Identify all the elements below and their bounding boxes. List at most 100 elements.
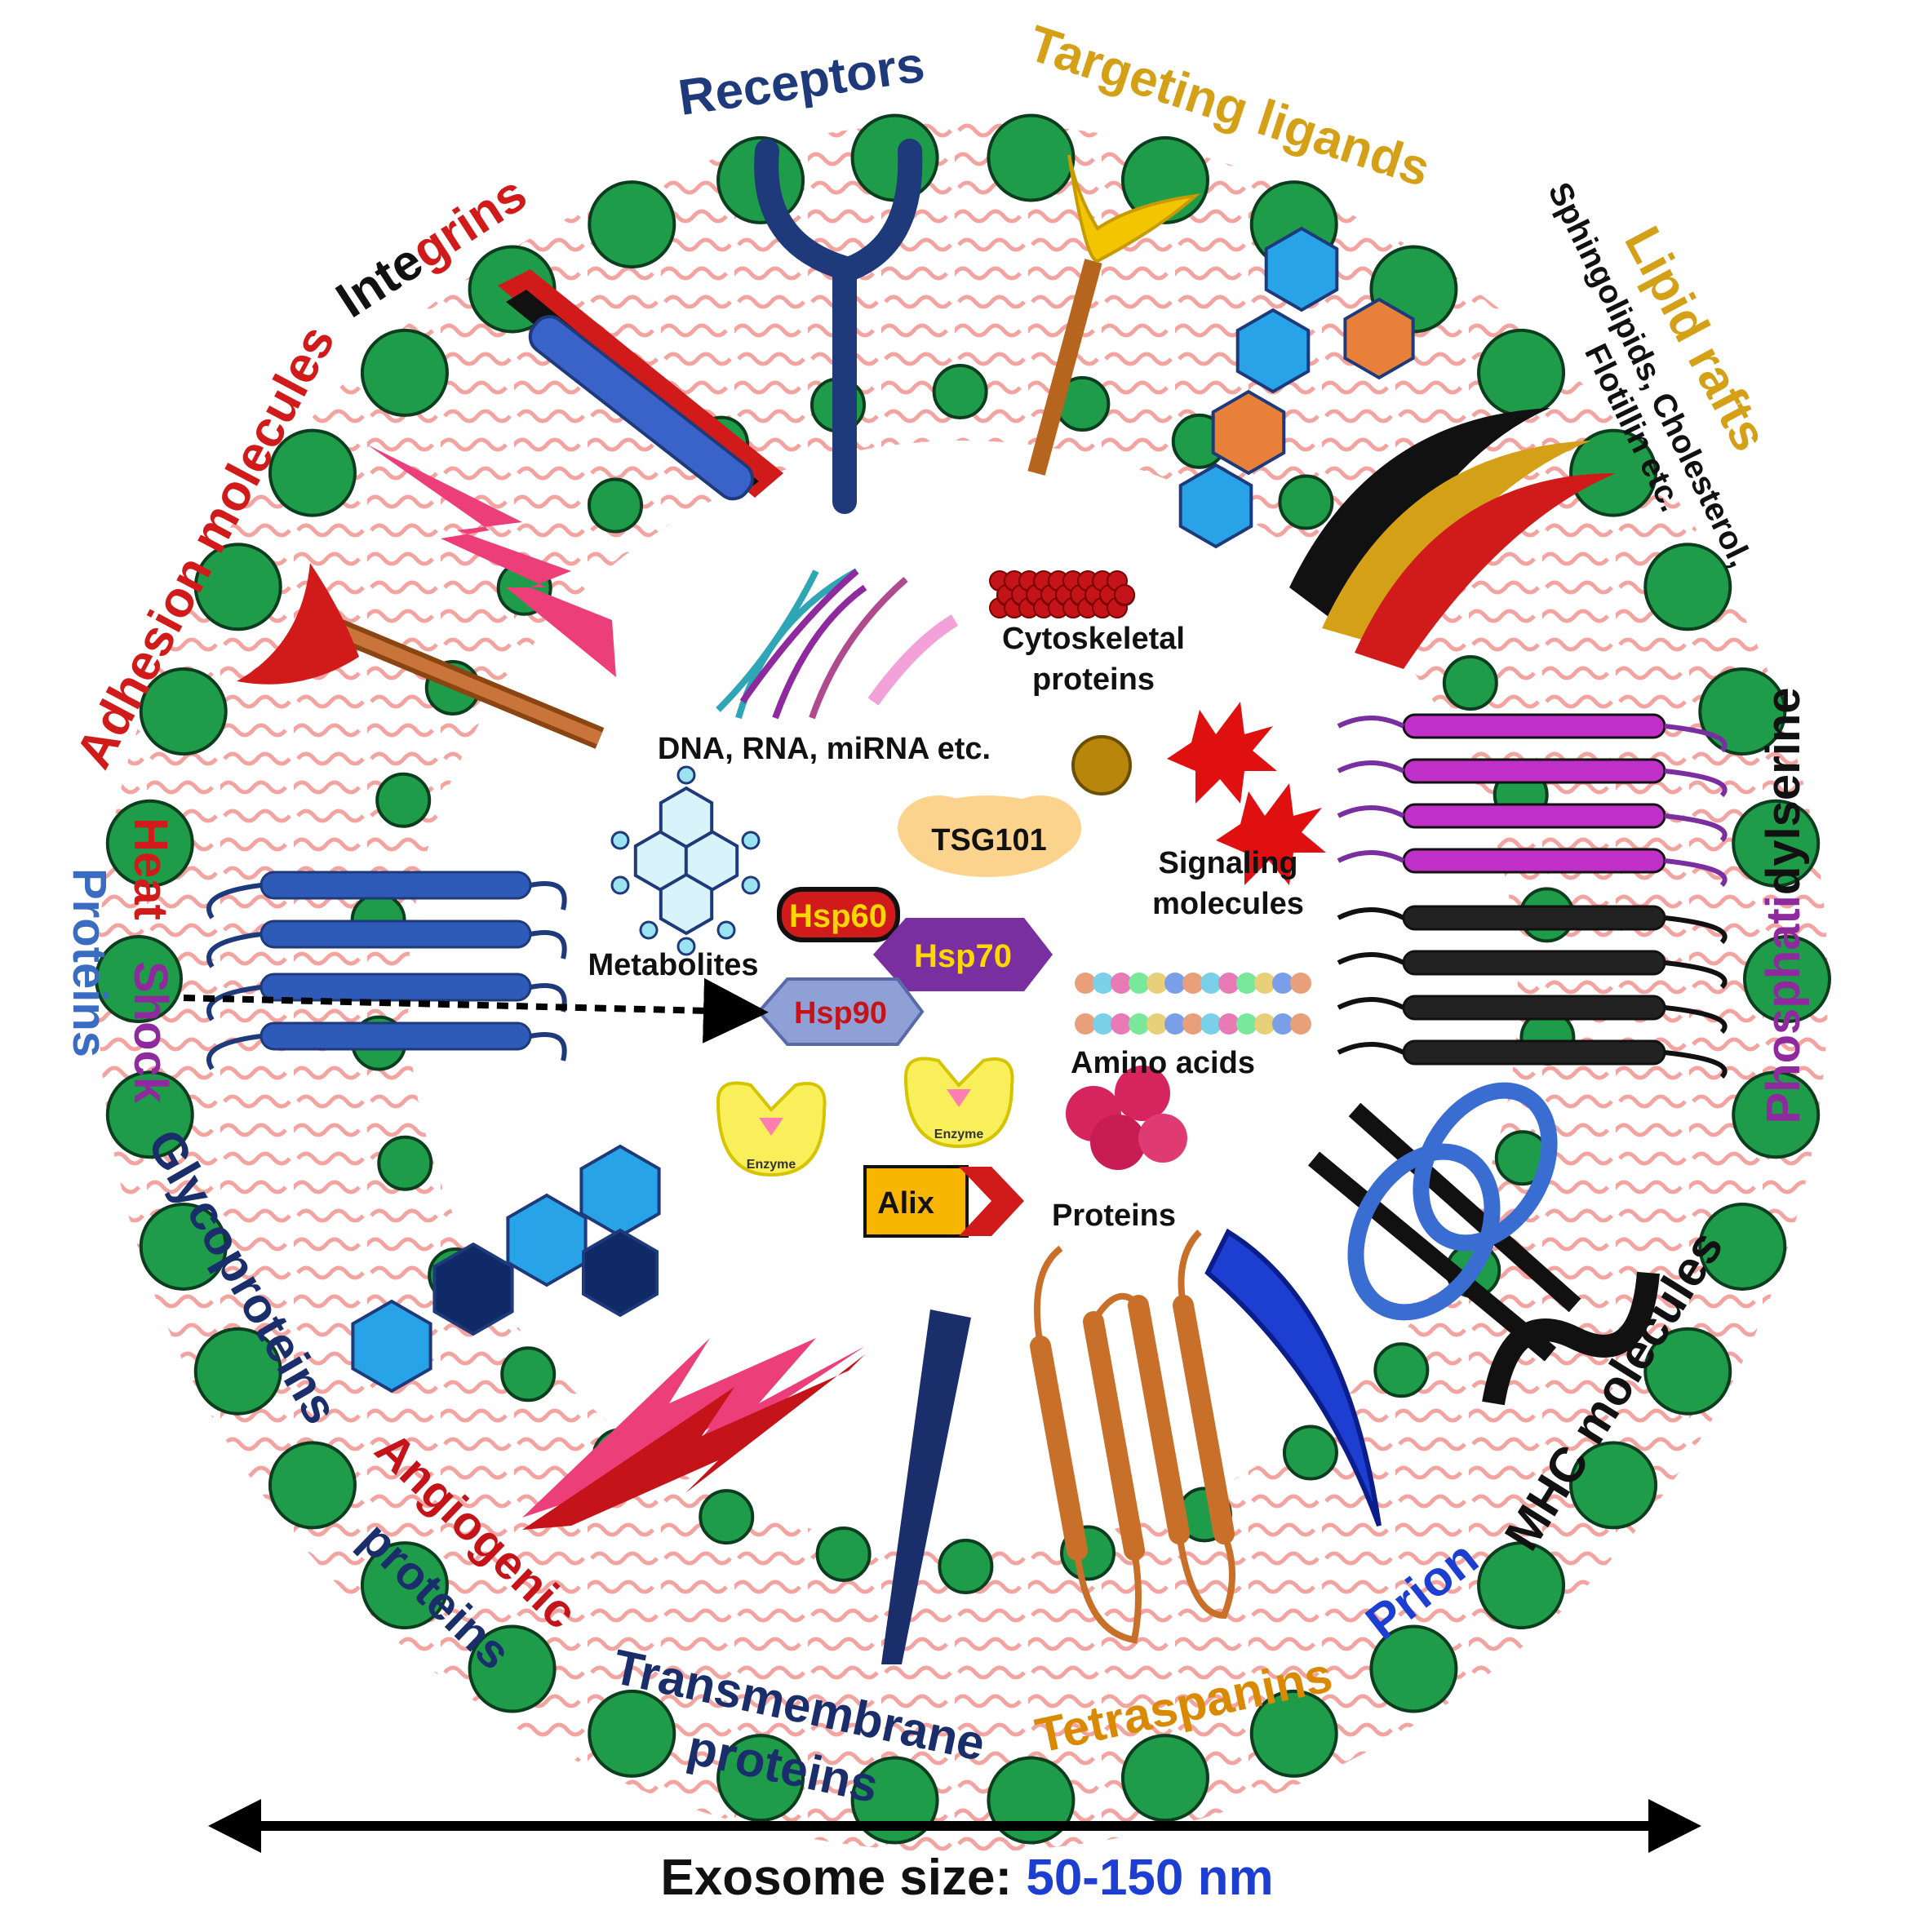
inner-head xyxy=(375,772,432,828)
dna-label: DNA, RNA, miRNA etc. xyxy=(658,732,991,766)
outer-head xyxy=(105,1070,194,1159)
receptor-icon xyxy=(754,139,923,514)
coil-bar xyxy=(1402,905,1666,931)
hsp60-label: Hsp60 xyxy=(789,898,887,934)
alix-label: Alix xyxy=(877,1186,934,1221)
prion-icon xyxy=(1204,1228,1382,1527)
amino-bead xyxy=(1236,1013,1257,1035)
amino-bead xyxy=(1254,1013,1275,1035)
amino-bead xyxy=(1111,973,1132,994)
amino-bead xyxy=(1129,1013,1150,1035)
amino-bead xyxy=(1290,973,1311,994)
outer-head xyxy=(1569,1441,1658,1530)
coil-bar xyxy=(1402,758,1666,784)
amino-bead xyxy=(1164,973,1186,994)
integrin-icon xyxy=(498,269,783,501)
inner-head xyxy=(815,1526,872,1582)
outer-head xyxy=(1477,1541,1566,1630)
enzyme-icon-2: Enzyme xyxy=(903,1057,1014,1149)
cytoskeletal-label-2: proteins xyxy=(1032,662,1155,697)
heat-shock-label-2: Shock xyxy=(124,961,177,1104)
dna-rna-icon xyxy=(716,568,959,720)
phospha-label-a: Phosphati xyxy=(1757,895,1810,1123)
amino-bead xyxy=(1218,1013,1240,1035)
outer-head xyxy=(360,1541,449,1630)
hexagon xyxy=(579,1144,661,1239)
metabolites-icon xyxy=(610,765,761,956)
hsp70-label: Hsp70 xyxy=(914,938,1012,974)
outer-head xyxy=(193,543,282,631)
size-caption: Exosome size: 50-150 nm xyxy=(660,1850,1273,1906)
outer-head xyxy=(987,113,1076,202)
amino-bead xyxy=(1075,1013,1096,1035)
coil-bar xyxy=(1402,1039,1666,1066)
coil-loop xyxy=(1337,716,1728,753)
outer-head xyxy=(1643,543,1732,631)
hsp90-label: Hsp90 xyxy=(794,996,887,1030)
outer-head xyxy=(1643,1327,1732,1416)
tsg101-cloud: TSG101 xyxy=(898,795,1081,877)
dotted-arrow xyxy=(183,977,769,1044)
amino-bead xyxy=(1218,973,1240,994)
outer-head xyxy=(1249,1689,1338,1778)
inner-head xyxy=(1278,474,1334,530)
outer-head xyxy=(850,113,939,202)
outer-head xyxy=(360,328,449,417)
hexagon xyxy=(351,1299,432,1394)
coil-loop xyxy=(1337,850,1728,888)
amino-bead xyxy=(1147,973,1168,994)
enzyme-label-1: Enzyme xyxy=(747,1158,796,1172)
mhc-molecule-icon xyxy=(1307,1082,1660,1406)
coil-bar xyxy=(1402,995,1666,1021)
signaling-molecule-icon xyxy=(1167,702,1326,885)
size-scale: Exosome size: 50-150 nm xyxy=(208,1799,1701,1906)
hexagon xyxy=(506,1193,588,1287)
heat-shock-label-3: Proteins xyxy=(63,868,116,1057)
cytoskeletal-label-1: Cytoskeletal xyxy=(1002,622,1185,656)
outer-head xyxy=(1732,1070,1821,1159)
metabolite-atom xyxy=(741,831,761,850)
inner-head xyxy=(588,477,644,534)
outer-head xyxy=(588,1689,676,1778)
outer-head xyxy=(105,799,194,888)
outer-head xyxy=(193,1327,282,1416)
metabolite-atom xyxy=(639,920,659,940)
hexagon xyxy=(1343,297,1415,380)
phospholipid-heads xyxy=(95,113,1831,1845)
outer-head xyxy=(1698,667,1787,756)
amino-bead xyxy=(1272,1013,1293,1035)
outer-head xyxy=(1698,1202,1787,1291)
alix-badge: Alix xyxy=(863,1165,1024,1238)
hexagon xyxy=(582,1228,659,1318)
inner-head xyxy=(1282,1425,1338,1481)
cyto-bead xyxy=(1114,584,1135,605)
outer-head xyxy=(1369,1624,1458,1713)
receptors-label: Receptors xyxy=(675,36,928,126)
signaling-label-2: molecules xyxy=(1152,887,1304,921)
amino-bead xyxy=(1111,1013,1132,1035)
vesicle-dot-icon xyxy=(1071,735,1132,795)
amino-acids-label: Amino acids xyxy=(1071,1046,1255,1080)
metabolite-atom xyxy=(676,765,696,785)
proteins-label: Proteins xyxy=(1052,1199,1176,1233)
hexagon xyxy=(1264,226,1339,312)
signaling-label-1: Signaling xyxy=(1159,846,1298,880)
size-label: Exosome size: xyxy=(660,1850,1012,1906)
targeting-ligand-icon xyxy=(1027,154,1201,476)
outer-head xyxy=(1743,935,1831,1023)
metabolite-atom xyxy=(741,875,761,895)
hsp90-badge: Hsp90 xyxy=(756,977,925,1046)
metabolite-atom xyxy=(716,920,736,940)
coil-loop xyxy=(1337,760,1728,798)
outer-head xyxy=(716,1734,805,1823)
angiogenic-protein-icon xyxy=(522,1338,865,1530)
amino-bead xyxy=(1147,1013,1168,1035)
inner-head xyxy=(377,1135,433,1191)
coil-loop xyxy=(1337,907,1728,945)
amino-bead xyxy=(1236,973,1257,994)
coil-bar xyxy=(1402,848,1666,874)
coil-loop xyxy=(206,930,567,968)
hexagon xyxy=(1211,389,1286,476)
